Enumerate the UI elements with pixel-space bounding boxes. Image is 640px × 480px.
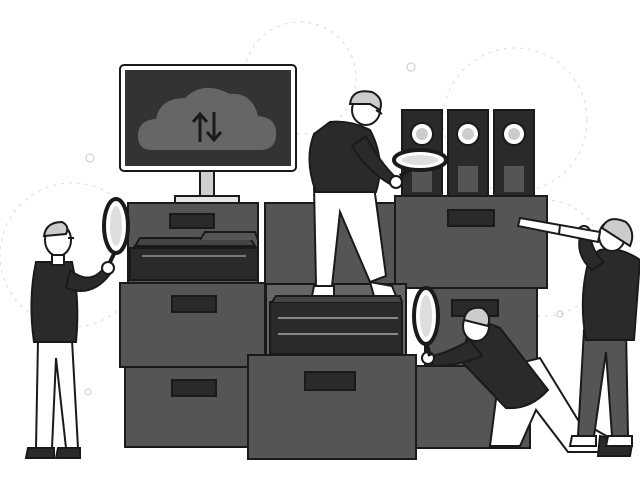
magnifying-glass-icon <box>392 148 448 178</box>
folder-icon <box>271 295 403 335</box>
magnifying-glass-icon <box>412 286 440 357</box>
person-left <box>24 220 115 459</box>
binder-icon <box>447 109 489 197</box>
person-top <box>308 90 403 297</box>
folder-icon <box>129 231 259 281</box>
cloud-sync-icon <box>138 87 277 150</box>
magnifying-glass-icon <box>102 197 130 263</box>
person-right <box>568 218 640 447</box>
binder-icon <box>493 109 535 197</box>
telescope-icon <box>516 216 602 244</box>
monitor <box>119 64 297 205</box>
